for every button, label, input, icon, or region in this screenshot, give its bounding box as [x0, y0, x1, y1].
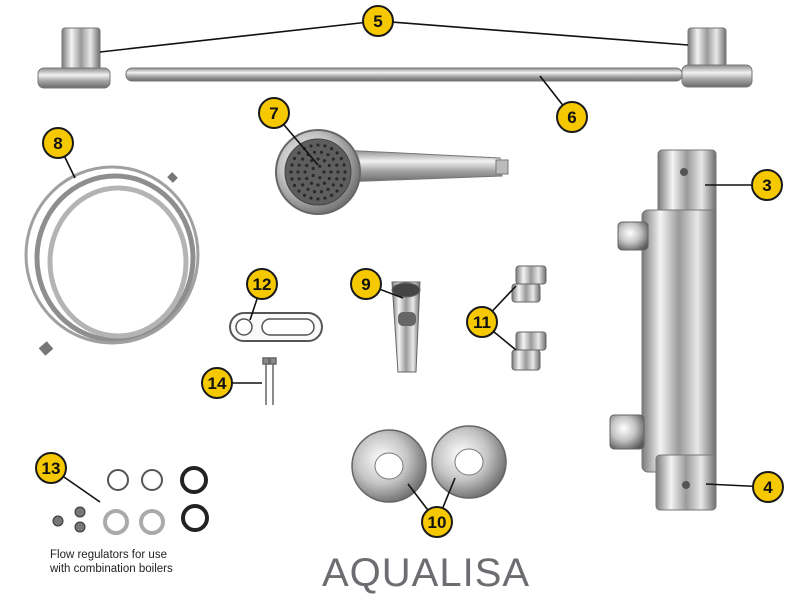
callout-8: 8 [42, 127, 74, 159]
callout-11: 11 [466, 306, 498, 338]
callout-5: 5 [362, 5, 394, 37]
callout-3: 3 [751, 169, 783, 201]
aqualisa-logo: AQUALISA [322, 551, 531, 595]
svg-text:3: 3 [762, 176, 771, 195]
slider-bracket [391, 281, 421, 373]
thermostatic-bar-valve [609, 149, 717, 511]
svg-text:9: 9 [361, 275, 370, 294]
svg-text:10: 10 [428, 513, 447, 532]
wall-bracket-left [37, 27, 111, 89]
eccentric-connector-top [511, 265, 547, 303]
shower-handset [275, 129, 509, 215]
svg-text:13: 13 [42, 459, 61, 478]
callout-4: 4 [752, 471, 784, 503]
caption-line-1: Flow regulators for use [50, 549, 167, 561]
wall-bracket-right [681, 27, 753, 88]
callout-12: 12 [246, 268, 278, 300]
eccentric-connector-bottom [511, 331, 547, 371]
handset-spray-holes [289, 143, 347, 201]
shower-hose [24, 165, 200, 356]
wall-flange-left [351, 429, 427, 503]
callout-9: 9 [350, 268, 382, 300]
svg-text:12: 12 [253, 275, 272, 294]
callout-10: 10 [421, 506, 453, 538]
svg-text:7: 7 [269, 104, 278, 123]
washers-and-flow-regulators [52, 466, 209, 535]
callout-7: 7 [258, 97, 290, 129]
callout-6: 6 [556, 101, 588, 133]
svg-text:14: 14 [208, 374, 227, 393]
callout-14: 14 [201, 367, 233, 399]
svg-text:11: 11 [473, 313, 491, 332]
svg-text:5: 5 [373, 12, 382, 31]
wall-flange-right [431, 425, 507, 499]
svg-text:6: 6 [567, 108, 576, 127]
slider-clip [229, 312, 323, 342]
caption-line-2: with combination boilers [50, 563, 173, 575]
callout-13: 13 [35, 452, 67, 484]
flow-regulator-caption: Flow regulators for use with combination… [50, 548, 173, 576]
riser-rail [125, 67, 683, 82]
grub-screws [262, 357, 277, 405]
svg-text:8: 8 [53, 134, 62, 153]
svg-text:4: 4 [763, 478, 773, 497]
